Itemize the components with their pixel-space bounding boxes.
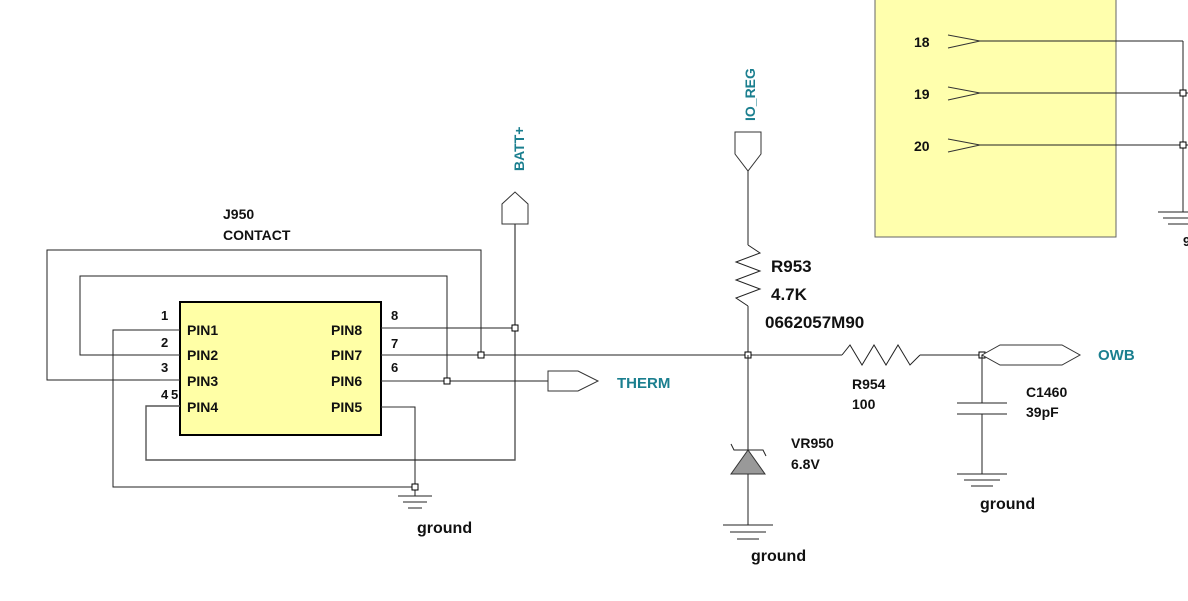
panel-pin-19: 19 <box>914 86 930 102</box>
junction-batt <box>511 324 519 332</box>
panel-pin-18: 18 <box>914 34 930 50</box>
zener-body <box>730 449 766 475</box>
ground-label-connector: ground <box>417 520 472 537</box>
ground-symbol-zener <box>723 524 773 540</box>
owb-branch: R954 100 OWB C1460 39pF ground <box>841 344 1135 513</box>
connector-wiring: ground <box>46 224 842 537</box>
io-reg-net-label: IO_REG <box>742 68 758 121</box>
owb-port-symbol <box>980 344 1082 366</box>
connector-type: CONTACT <box>223 227 291 243</box>
resistor-r954 <box>841 344 921 366</box>
pin7-name: PIN7 <box>331 347 362 363</box>
pin5-name: PIN5 <box>331 399 362 415</box>
wire-pin5-ground <box>410 406 416 496</box>
c1460-refdes: C1460 <box>1026 384 1067 400</box>
vr950-refdes: VR950 <box>791 435 834 451</box>
pin8-number: 8 <box>391 308 398 323</box>
panel-ground-symbol <box>1158 211 1188 225</box>
io-reg-branch: IO_REG R953 4.7K 0662057M90 <box>734 68 864 359</box>
resistor-r953 <box>734 244 762 307</box>
owb-net-label: OWB <box>1098 347 1135 364</box>
wire-pin2-loop <box>79 275 448 381</box>
connector-j950: J950 CONTACT 1 2 3 4 5 8 7 6 PIN1 PIN2 P… <box>160 206 410 436</box>
ground-label-capacitor: ground <box>980 496 1035 513</box>
header-panel: 18 19 20 9 <box>874 0 1188 249</box>
pin3-number: 3 <box>161 360 168 375</box>
wire-pin3-loop <box>46 249 482 381</box>
batt-port: BATT+ <box>501 127 529 225</box>
r953-refdes: R953 <box>771 257 812 276</box>
junction-pin6 <box>443 377 451 385</box>
vr950-value: 6.8V <box>791 456 820 472</box>
pin2-number: 2 <box>161 335 168 350</box>
pin7-number: 7 <box>391 336 398 351</box>
pin2-name: PIN2 <box>187 347 218 363</box>
zener-vr950: VR950 6.8V ground <box>723 355 834 565</box>
therm-port-symbol <box>547 370 600 392</box>
panel-cut-label: 9 <box>1183 234 1188 249</box>
panel-junction-20 <box>1179 141 1187 149</box>
junction-ground-connector <box>411 483 419 491</box>
ground-symbol-connector <box>398 495 432 509</box>
pin4-number: 4 <box>161 387 169 402</box>
connector-body <box>179 301 382 436</box>
header-panel-body <box>874 0 1117 238</box>
pin1-name: PIN1 <box>187 322 218 338</box>
wire-pin1-ground <box>112 329 415 488</box>
batt-net-label: BATT+ <box>511 127 527 171</box>
wire-pin4-loop <box>145 329 516 461</box>
pin6-number: 6 <box>391 360 398 375</box>
panel-junction-19 <box>1179 89 1187 97</box>
ground-symbol-capacitor <box>957 473 1007 487</box>
junction-pin7 <box>477 351 485 359</box>
r954-refdes: R954 <box>852 376 886 392</box>
pin8-name: PIN8 <box>331 322 362 338</box>
r953-value: 4.7K <box>771 285 808 304</box>
batt-port-symbol <box>501 191 529 225</box>
r953-part-number: 0662057M90 <box>765 313 864 332</box>
panel-pin-20: 20 <box>914 138 930 154</box>
therm-port: THERM <box>547 370 670 392</box>
pin4-name: PIN4 <box>187 399 218 415</box>
pin1-number: 1 <box>161 308 168 323</box>
pin5-extra-number: 5 <box>171 387 178 402</box>
r954-value: 100 <box>852 396 876 412</box>
pin3-name: PIN3 <box>187 373 218 389</box>
connector-refdes: J950 <box>223 206 254 222</box>
ground-label-zener: ground <box>751 548 806 565</box>
pin6-name: PIN6 <box>331 373 362 389</box>
c1460-value: 39pF <box>1026 404 1059 420</box>
therm-net-label: THERM <box>617 375 670 392</box>
io-reg-port-symbol <box>734 131 762 172</box>
